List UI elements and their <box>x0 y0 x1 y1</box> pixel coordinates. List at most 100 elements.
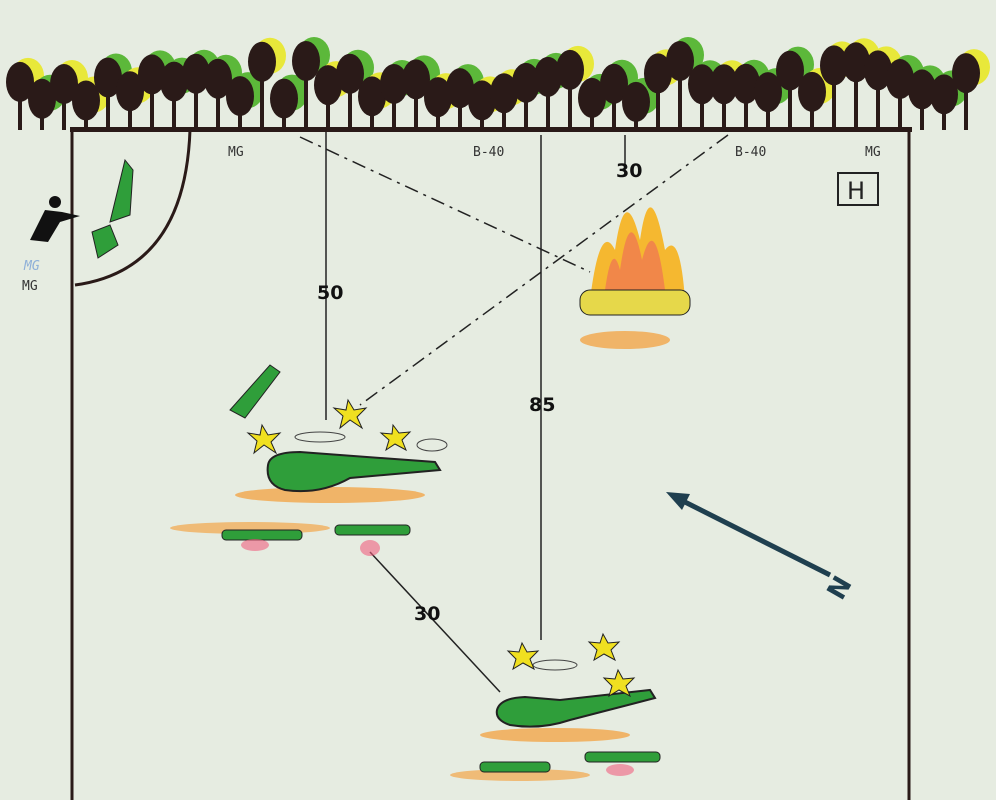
tree-trunk <box>656 87 660 130</box>
label-mg-top-left: MG <box>228 145 244 160</box>
tree-canopy <box>644 53 672 94</box>
tree-trunk <box>370 110 374 130</box>
tree-canopy <box>248 41 276 82</box>
tree-trunk <box>568 83 572 130</box>
distance-50: 50 <box>317 282 343 304</box>
tree-trunk <box>854 76 858 130</box>
tree-canopy <box>710 64 738 105</box>
tree-line <box>6 36 990 130</box>
tree-trunk <box>832 79 836 130</box>
tree-canopy <box>94 57 122 98</box>
tree-trunk <box>502 107 506 130</box>
tree-trunk <box>524 96 528 130</box>
tree-trunk <box>282 112 286 130</box>
tree-canopy <box>72 80 100 121</box>
crashed-helicopter-corner <box>91 158 134 259</box>
tree-trunk <box>700 98 704 130</box>
quarter-circle-zone <box>74 129 192 287</box>
tree-canopy <box>754 72 782 113</box>
tree-trunk <box>590 111 594 130</box>
tree-trunk <box>634 115 638 130</box>
tree-trunk <box>898 93 902 130</box>
tree-trunk <box>436 111 440 130</box>
tree-trunk <box>150 88 154 130</box>
tree-canopy <box>270 78 298 119</box>
tree-trunk <box>62 98 66 130</box>
label-b40-right: B-40 <box>735 145 766 160</box>
casualties <box>170 364 661 781</box>
tree-trunk <box>40 112 44 130</box>
tree-canopy <box>446 68 474 109</box>
distance-30-top: 30 <box>616 160 642 182</box>
tree-canopy <box>182 53 210 94</box>
tree-trunk <box>920 103 924 130</box>
label-mg-top-right: MG <box>865 145 881 160</box>
tree-canopy <box>204 58 232 99</box>
tree-trunk <box>942 108 946 130</box>
tree-trunk <box>458 102 462 130</box>
tree-canopy <box>820 45 848 86</box>
tree-canopy <box>864 50 892 91</box>
tree-trunk <box>546 90 550 130</box>
label-mg-left: MG <box>22 279 38 294</box>
tree-trunk <box>18 95 22 130</box>
tree-trunk <box>964 87 968 130</box>
tree-canopy <box>666 41 694 82</box>
tree-canopy <box>28 78 56 119</box>
tree-canopy <box>358 76 386 117</box>
dashed-fire-line-mg <box>299 136 591 273</box>
tree-canopy <box>314 65 342 106</box>
enemy-gunner-left <box>30 196 80 242</box>
helicopter-center <box>235 398 448 503</box>
tree-trunk <box>722 98 726 130</box>
tree-trunk <box>326 99 330 130</box>
line-30-bottom <box>369 551 501 693</box>
tree-trunk <box>172 95 176 130</box>
treeline-border <box>70 127 912 132</box>
tree-canopy <box>886 59 914 100</box>
tree-canopy <box>380 63 408 104</box>
dashed-fire-line-b40 <box>359 134 729 406</box>
tree-canopy <box>226 76 254 117</box>
tree-trunk <box>414 93 418 130</box>
tree-trunk <box>876 84 880 130</box>
tree-trunk <box>260 75 264 130</box>
tree-trunk <box>392 97 396 130</box>
tree-trunk <box>810 105 814 130</box>
tree-trunk <box>106 91 110 130</box>
helicopter-bottom <box>480 632 657 742</box>
tree-trunk <box>194 87 198 130</box>
tree-canopy <box>424 77 452 118</box>
helipad-box <box>837 172 879 206</box>
burning-helicopter <box>579 207 691 349</box>
tree-trunk <box>238 110 242 130</box>
north-arrow: N <box>666 492 859 605</box>
tree-canopy <box>798 71 826 112</box>
tree-trunk <box>788 84 792 130</box>
tree-canopy <box>534 56 562 97</box>
tree-canopy <box>688 64 716 105</box>
label-b40-center: B-40 <box>473 145 504 160</box>
tree-canopy <box>336 53 364 94</box>
tree-canopy <box>468 80 496 121</box>
tree-canopy <box>292 40 320 81</box>
helipad-label: H <box>847 177 865 205</box>
tree-canopy <box>556 49 584 90</box>
tree-canopy <box>732 63 760 104</box>
tree-canopy <box>930 74 958 115</box>
distance-85: 85 <box>529 394 555 416</box>
tree-canopy <box>622 81 650 122</box>
tree-trunk <box>128 105 132 130</box>
tree-canopy <box>50 64 78 105</box>
distance-30-bottom: 30 <box>414 603 440 625</box>
tree-canopy <box>512 62 540 103</box>
tree-trunk <box>348 87 352 130</box>
tree-canopy <box>776 50 804 91</box>
tree-trunk <box>480 114 484 130</box>
tree-trunk <box>678 75 682 130</box>
tree-canopy <box>600 63 628 104</box>
tree-trunk <box>304 74 308 130</box>
tree-trunk <box>766 106 770 130</box>
tree-canopy <box>578 77 606 118</box>
